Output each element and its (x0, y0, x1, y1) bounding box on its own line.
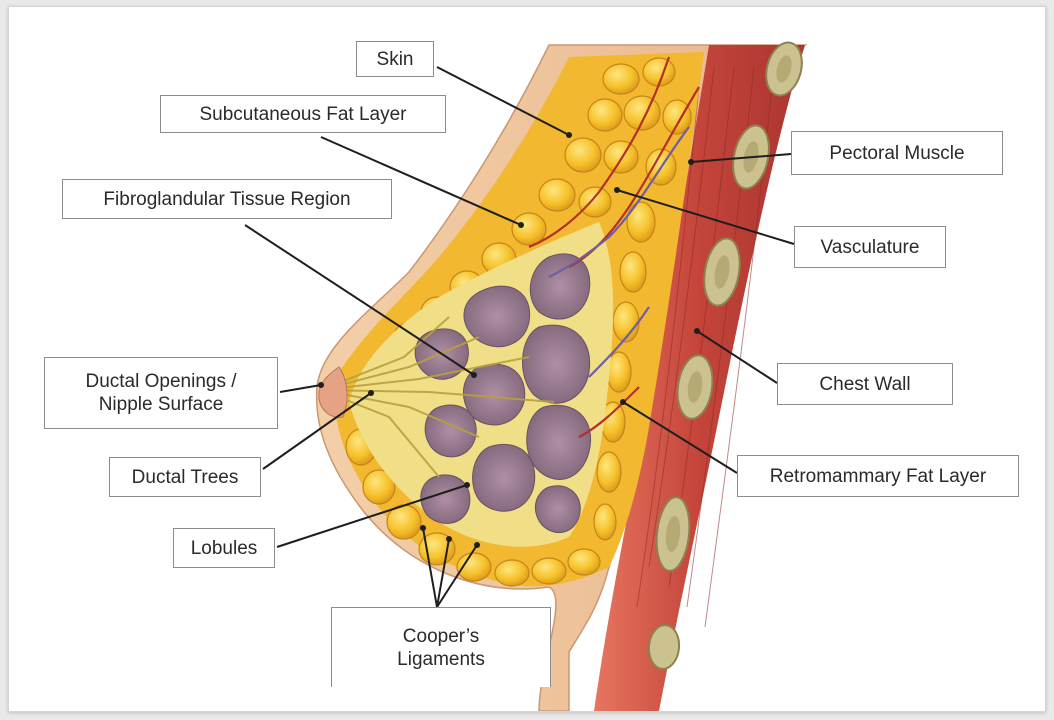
label-fibroglandular-text: Fibroglandular Tissue Region (103, 188, 350, 211)
label-lobules: Lobules (173, 528, 275, 568)
label-vasculature-text: Vasculature (821, 236, 920, 259)
label-ductal-openings-line2: Nipple Surface (99, 393, 224, 416)
label-pectoral-muscle: Pectoral Muscle (791, 131, 1003, 175)
label-subcutaneous-fat-text: Subcutaneous Fat Layer (199, 103, 406, 126)
label-coopers-ligaments: Cooper’s Ligaments (331, 607, 551, 687)
label-retromammary-fat-text: Retromammary Fat Layer (770, 465, 986, 488)
label-vasculature: Vasculature (794, 226, 946, 268)
label-chest-wall: Chest Wall (777, 363, 953, 405)
label-ductal-openings-line1: Ductal Openings / (85, 370, 236, 393)
label-skin-text: Skin (377, 48, 414, 71)
label-ductal-trees: Ductal Trees (109, 457, 261, 497)
label-pectoral-muscle-text: Pectoral Muscle (829, 142, 964, 165)
label-ductal-openings: Ductal Openings / Nipple Surface (44, 357, 278, 429)
label-coopers-line2: Ligaments (397, 648, 485, 671)
diagram-frame: Skin Subcutaneous Fat Layer Fibroglandul… (8, 6, 1046, 712)
label-subcutaneous-fat-layer: Subcutaneous Fat Layer (160, 95, 446, 133)
label-coopers-line1: Cooper’s (403, 625, 479, 648)
label-fibroglandular-tissue: Fibroglandular Tissue Region (62, 179, 392, 219)
label-lobules-text: Lobules (191, 537, 258, 560)
label-retromammary-fat-layer: Retromammary Fat Layer (737, 455, 1019, 497)
label-chest-wall-text: Chest Wall (819, 373, 910, 396)
label-skin: Skin (356, 41, 434, 77)
label-ductal-trees-text: Ductal Trees (132, 466, 239, 489)
